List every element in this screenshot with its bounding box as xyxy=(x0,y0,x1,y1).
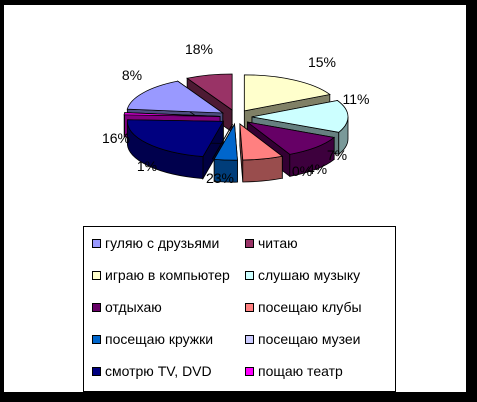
data-label-8: 23% xyxy=(206,170,234,186)
legend-item-2: играю в компьютер xyxy=(92,265,230,285)
legend-item-7: посещаю музеи xyxy=(245,329,361,349)
data-label-1: 8% xyxy=(122,67,142,83)
legend-item-5: посещаю клубы xyxy=(245,297,362,317)
legend-label: отдыхаю xyxy=(105,299,162,315)
data-label-5: 7% xyxy=(327,147,347,163)
legend-swatch xyxy=(245,238,254,248)
legend-label: смотрю TV, DVD xyxy=(105,363,212,379)
legend-label: играю в компьютер xyxy=(105,267,230,283)
data-label-0: 16% xyxy=(102,130,130,146)
legend-swatch xyxy=(92,366,101,376)
legend-swatch xyxy=(245,366,254,376)
pie-chart: 18% 15% 11% 7%4%0% 23% 1% 16% 8% xyxy=(102,41,370,186)
legend-label: слушаю музыку xyxy=(258,267,361,283)
data-label-2: 18% xyxy=(185,41,213,57)
data-label-7: 0% xyxy=(292,163,312,179)
legend-item-0: гуляю с друзьями xyxy=(92,233,219,253)
legend-swatch xyxy=(245,270,254,280)
data-label-9: 1% xyxy=(137,158,157,174)
legend-item-6: посещаю кружки xyxy=(92,329,213,349)
data-label-4: 11% xyxy=(343,91,370,107)
pie-slice-8 xyxy=(126,119,225,181)
legend-label: посещаю клубы xyxy=(258,299,362,315)
legend-swatch xyxy=(92,238,101,248)
legend-swatch xyxy=(92,334,101,344)
legend-item-9: пощаю театр xyxy=(245,361,343,381)
legend-swatch xyxy=(92,302,101,312)
pie-slice-6 xyxy=(213,122,238,183)
legend-item-8: смотрю TV, DVD xyxy=(92,361,212,381)
data-label-6: 4% xyxy=(307,161,327,177)
chart-area: 18% 15% 11% 7%4%0% 23% 1% 16% 8% гуляю с друзья… xyxy=(4,5,466,392)
legend-item-4: отдыхаю xyxy=(92,297,162,317)
legend-item-3: слушаю музыку xyxy=(245,265,360,285)
legend: гуляю с друзьями читаю играю в компьютер сл… xyxy=(83,226,396,392)
pie-slice-5 xyxy=(239,123,284,183)
legend-item-1: читаю xyxy=(245,233,298,253)
pie-slice-7 xyxy=(211,123,234,160)
legend-label: посещаю музеи xyxy=(258,331,361,347)
legend-swatch xyxy=(245,302,254,312)
data-label-3: 15% xyxy=(308,54,336,70)
legend-label: пощаю театр xyxy=(258,363,343,379)
legend-swatch xyxy=(92,270,101,280)
legend-swatch xyxy=(245,334,254,344)
legend-label: гуляю с друзьями xyxy=(105,235,220,251)
legend-label: посещаю кружки xyxy=(105,331,214,347)
legend-label: читаю xyxy=(258,235,298,251)
